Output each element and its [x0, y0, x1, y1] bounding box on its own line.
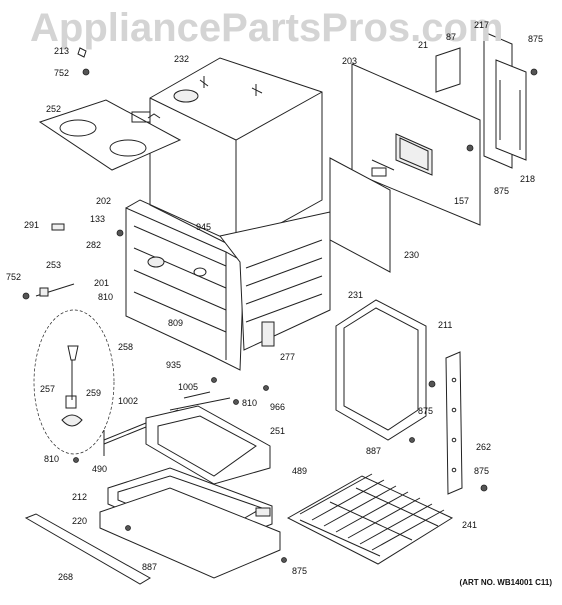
part-203-back-panel	[351, 63, 481, 226]
part-253-291	[22, 223, 124, 300]
label-875-right: 875	[474, 466, 490, 476]
part-241-oven-rack	[286, 473, 454, 565]
label-291: 291	[24, 220, 40, 230]
label-87: 87	[446, 32, 457, 42]
label-945: 945	[196, 222, 212, 232]
label-230: 230	[404, 250, 420, 260]
label-157: 157	[454, 196, 470, 206]
label-232: 232	[174, 54, 190, 64]
label-875-upper-right: 875	[494, 186, 510, 196]
label-490: 490	[92, 464, 108, 474]
label-809: 809	[168, 318, 184, 328]
label-1005: 1005	[178, 382, 199, 392]
label-262: 262	[476, 442, 492, 452]
art-number: (ART NO. WB14001 C11)	[459, 578, 552, 587]
label-211: 211	[438, 320, 453, 330]
part-231-outer-case	[219, 211, 331, 351]
label-752-left: 752	[6, 272, 22, 282]
label-875-mid: 875	[418, 406, 434, 416]
label-752-top: 752	[54, 68, 70, 78]
label-935: 935	[166, 360, 182, 370]
label-201: 201	[94, 278, 110, 288]
label-875-bottom: 875	[292, 566, 308, 576]
label-810-middle: 810	[242, 398, 258, 408]
label-259: 259	[86, 388, 102, 398]
label-258: 258	[118, 342, 134, 352]
label-220: 220	[72, 516, 88, 526]
label-133: 133	[90, 214, 106, 224]
label-251: 251	[270, 426, 286, 436]
label-875-top: 875	[528, 34, 544, 44]
label-1002: 1002	[118, 396, 139, 406]
part-211-gasket	[335, 299, 427, 441]
label-241: 241	[462, 520, 478, 530]
part-262-side-trim	[409, 351, 488, 495]
label-252: 252	[46, 104, 62, 114]
label-282: 282	[86, 240, 102, 250]
part-213-752-top	[77, 47, 90, 76]
label-202: 202	[96, 196, 112, 206]
label-489: 489	[292, 466, 308, 476]
label-810-upper: 810	[98, 292, 114, 302]
label-231: 231	[348, 290, 364, 300]
label-887-mid: 887	[366, 446, 382, 456]
part-268-kick-plate	[24, 513, 287, 585]
label-966: 966	[270, 402, 286, 412]
label-887-lower: 887	[142, 562, 158, 572]
label-810-lower: 810	[44, 454, 60, 464]
label-253: 253	[46, 260, 62, 270]
part-202-oven-liner	[125, 199, 247, 371]
label-212: 212	[72, 492, 88, 502]
part-258-light-assembly	[33, 309, 115, 463]
label-218: 218	[520, 174, 536, 184]
part-212-220-door-glass	[99, 467, 281, 579]
part-251-489-door	[145, 391, 271, 485]
label-257: 257	[40, 384, 56, 394]
label-268: 268	[58, 572, 74, 582]
part-217-218-brackets	[435, 31, 538, 169]
part-252-plate	[38, 99, 182, 171]
label-277: 277	[280, 352, 296, 362]
label-217: 217	[474, 20, 490, 30]
label-21: 21	[418, 40, 429, 50]
label-203: 203	[342, 56, 358, 66]
label-213: 213	[54, 46, 70, 56]
